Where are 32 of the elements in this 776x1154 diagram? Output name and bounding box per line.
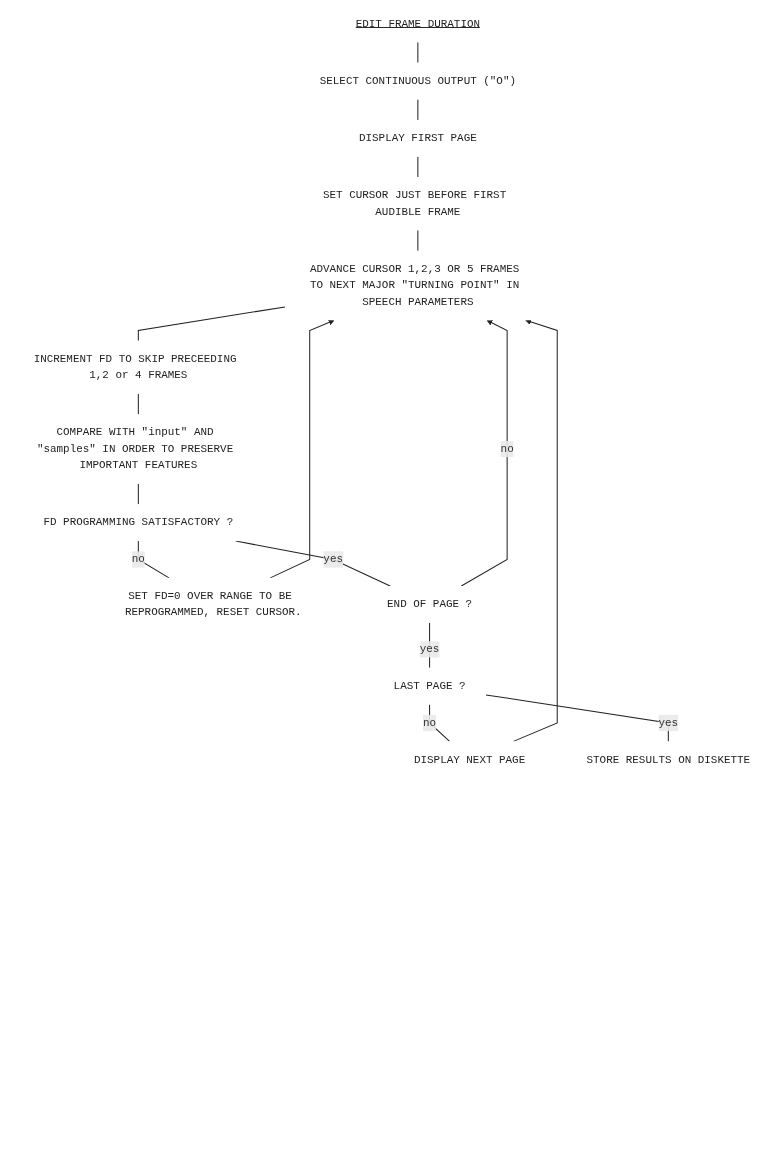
node-text: END OF PAGE ?	[387, 598, 473, 611]
connector	[429, 622, 431, 669]
node-text: DISPLAY FIRST PAGE	[358, 132, 477, 145]
node-text: SELECT CONTINUOUS OUTPUT ("O")	[319, 74, 516, 88]
node-text: COMPARE WITH "input" AND "samples" IN ORDER TO PRESERVE IMPORTANT FEATURES	[36, 426, 234, 472]
arrow	[512, 319, 558, 742]
connector	[137, 483, 139, 505]
arrow	[460, 320, 508, 587]
node-text: SET FD=0 OVER RANGE TO BE REPROGRAMMED, RESET CURSOR.	[124, 590, 302, 619]
connector	[417, 41, 419, 64]
node-text: INCREMENT FD TO SKIP PRECEEDING 1,2 or 4 FRAMES	[33, 352, 237, 382]
edge-label: no	[500, 442, 514, 456]
connector	[417, 229, 419, 252]
node-text: DISPLAY NEXT PAGE	[413, 753, 526, 766]
connector	[137, 306, 286, 342]
edge-label: yes	[419, 643, 440, 656]
node-text: LAST PAGE ?	[393, 680, 466, 693]
connector	[235, 540, 391, 587]
edge-label: no	[423, 716, 437, 730]
node-text: FD PROGRAMMING SATISFACTORY ?	[43, 516, 234, 529]
connector	[417, 156, 419, 178]
edge-label: yes	[323, 553, 343, 566]
connector	[417, 98, 419, 121]
node-text: STORE RESULTS ON DISKETTE	[586, 753, 751, 766]
connector	[137, 393, 139, 415]
node-text: SET CURSOR JUST BEFORE FIRST AUDIBLE FRAME	[322, 189, 507, 219]
node-text: EDIT FRAME DURATION	[355, 17, 481, 30]
connector	[485, 694, 669, 742]
edge-label: no	[131, 553, 145, 566]
node-text: ADVANCE CURSOR 1,2,3 OR 5 FRAMES TO NEXT MAJOR "TURNING POINT" IN SPEECH PARAMETERS	[309, 263, 520, 308]
arrow	[269, 319, 335, 579]
edge-label: yes	[658, 716, 679, 730]
